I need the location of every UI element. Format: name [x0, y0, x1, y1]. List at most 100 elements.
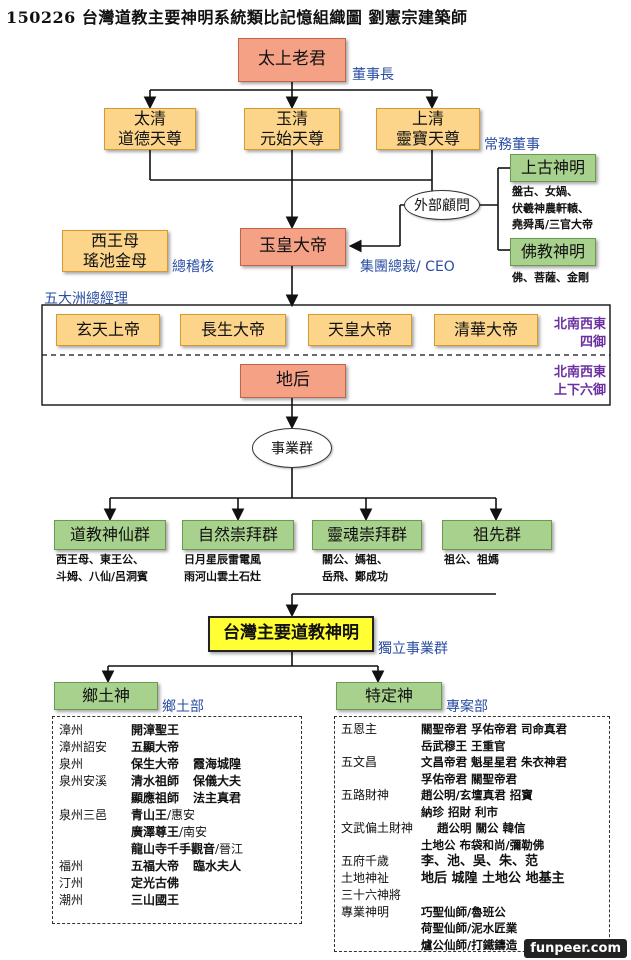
- six-emperors-label-1: 北南西東: [553, 365, 606, 380]
- sanqing-shangqing-line1: 上清: [411, 109, 444, 128]
- buddhist-gods-label: 佛教神明: [520, 242, 585, 261]
- list-item: 泉州保生大帝霞海城隍: [59, 757, 242, 771]
- taoist-immortals-label: 道教神仙群: [69, 525, 150, 544]
- external-advisor-oval: 外部顧問: [404, 190, 480, 220]
- taoist-immortals-box: 道教神仙群: [54, 520, 166, 550]
- sanqing-taiqing-box: 太清 道德天尊: [104, 108, 196, 150]
- list-item: 福州五福大帝臨水夫人: [59, 859, 242, 873]
- sanqing-taiqing-line2: 道德天尊: [117, 129, 182, 148]
- local-dept-label: 鄉土部: [162, 699, 204, 715]
- business-group-label: 事業群: [271, 441, 313, 457]
- list-item: 岳武穆王 王重官: [421, 738, 506, 753]
- sanqing-yuqing-box: 玉清 元始天尊: [244, 108, 340, 150]
- nature-worship-box: 自然崇拜群: [182, 520, 294, 550]
- sanqing-taiqing-line1: 太清: [133, 109, 166, 128]
- xiwangmu-box: 西王母 瑤池金母: [62, 230, 168, 272]
- list-item: 三十六神將: [341, 888, 402, 902]
- earth-empress-box: 地后: [240, 364, 346, 398]
- chairman-role-label: 董事長: [352, 67, 394, 83]
- emperor-xuantian-label: 玄天上帝: [75, 320, 140, 339]
- soul-worship-desc-1: 關公、媽祖、: [322, 553, 388, 566]
- auditor-role-label: 總稽核: [172, 259, 214, 275]
- emperor-changsheng-label: 長生大帝: [200, 320, 265, 339]
- list-item: 文武偏土財神趙公明 關公 韓信: [341, 821, 526, 835]
- nature-worship-label: 自然崇拜群: [197, 525, 278, 544]
- list-item: 潮州三山國王: [59, 893, 180, 907]
- ancient-gods-desc-3: 堯舜禹/三官大帝: [512, 218, 594, 231]
- nature-worship-desc: 日月星辰雷電風 雨河山雲土石灶: [184, 552, 261, 585]
- ancient-gods-desc-2: 伏羲神農軒轅、: [512, 201, 589, 215]
- list-item: 廣澤尊王/南安: [131, 825, 208, 839]
- special-gods-list: 五恩主關聖帝君 孚佑帝君 司命真君 岳武穆王 王重官 五文昌文昌帝君 魁星星君 …: [334, 716, 610, 952]
- main-taoist-gods-box: 台灣主要道教神明: [208, 616, 374, 652]
- local-gods-box: 鄉土神: [54, 682, 158, 710]
- sanqing-shangqing-line2: 靈寶天尊: [395, 129, 460, 148]
- xiwangmu-line2: 瑤池金母: [82, 251, 147, 270]
- six-emperors-label-2: 上下六御: [553, 383, 606, 399]
- list-item: 專業神明巧聖仙師/魯班公: [341, 904, 506, 919]
- taishang-laojun-label: 太上老君: [258, 49, 326, 70]
- taoist-immortals-desc: 西王母、東王公、 斗姆、八仙/呂洞賓: [56, 552, 148, 585]
- taoist-immortals-desc-2: 斗姆、八仙/呂洞賓: [56, 569, 149, 583]
- list-item: 漳州開漳聖王: [59, 723, 180, 737]
- list-item: 五路財神趙公明/玄壇真君 招寶: [341, 788, 533, 802]
- special-gods-box: 特定神: [336, 682, 442, 710]
- ancestor-group-desc: 祖公、祖媽: [444, 552, 499, 569]
- external-advisor-label: 外部顧問: [414, 198, 470, 214]
- emperor-xuantian-box: 玄天上帝: [56, 314, 160, 346]
- six-emperors-label: 北南西東 上下六御: [536, 364, 606, 400]
- emperor-qinghua-label: 清華大帝: [453, 320, 518, 339]
- main-taoist-gods-label: 台灣主要道教神明: [223, 623, 359, 644]
- list-item: 納珍 招財 利市: [421, 804, 499, 819]
- sanqing-shangqing-box: 上清 靈寶天尊: [376, 108, 480, 150]
- list-item: 土地神祉地后 城隍 土地公 地基主: [341, 871, 565, 886]
- sanqing-yuqing-line1: 玉清: [275, 109, 308, 128]
- four-emperors-label: 北南西東 四御: [544, 316, 606, 352]
- earth-empress-label: 地后: [276, 370, 310, 391]
- soul-worship-box: 靈魂崇拜群: [312, 520, 422, 550]
- soul-worship-desc: 關公、媽祖、 岳飛、鄭成功: [322, 552, 388, 585]
- continent-manager-label: 五大洲總經理: [44, 291, 128, 307]
- list-item: 龍山寺千手觀音/晉江: [131, 842, 244, 856]
- list-item: 五府千歲李、池、吳、朱、范: [341, 854, 539, 869]
- ceo-role-label: 集團總裁/ CEO: [360, 259, 455, 275]
- list-item: 泉州安溪清水祖師保儀大夫: [59, 774, 242, 788]
- list-item: 孚佑帝君 關聖帝君: [421, 771, 518, 786]
- ancient-gods-desc-1: 盤古、女媧、: [512, 185, 578, 198]
- watermark: funpeer.com: [524, 939, 627, 958]
- nature-worship-desc-2: 雨河山雲土石灶: [184, 569, 261, 583]
- list-item: 荷聖仙師/泥水匠業: [421, 921, 518, 935]
- business-group-oval: 事業群: [252, 428, 332, 468]
- xiwangmu-line1: 西王母: [90, 231, 139, 250]
- list-item: 爐公仙師/打鐵鑄造: [421, 937, 518, 952]
- jade-emperor-label: 玉皇大帝: [259, 236, 327, 257]
- list-item: 汀州定光古佛: [59, 876, 180, 890]
- local-gods-list: 漳州開漳聖王 漳州詔安五顯大帝 泉州保生大帝霞海城隍 泉州安溪清水祖師保儀大夫 …: [52, 716, 302, 924]
- local-gods-label: 鄉土神: [81, 686, 130, 705]
- taoist-immortals-desc-1: 西王母、東王公、: [56, 553, 144, 566]
- special-gods-label: 特定神: [364, 686, 413, 705]
- emperor-tianhuang-box: 天皇大帝: [308, 314, 412, 346]
- ancient-gods-desc: 盤古、女媧、 伏羲神農軒轅、 堯舜禹/三官大帝: [512, 184, 593, 234]
- ancestor-group-desc-1: 祖公、祖媽: [444, 553, 499, 566]
- sanqing-role-label: 常務董事: [484, 137, 540, 153]
- buddhist-gods-box: 佛教神明: [510, 238, 596, 266]
- soul-worship-label: 靈魂崇拜群: [326, 525, 407, 544]
- buddhist-gods-desc: 佛、菩薩、金剛: [512, 271, 589, 284]
- list-item: 泉州三邑青山王/惠安: [59, 808, 196, 822]
- emperor-tianhuang-label: 天皇大帝: [327, 320, 392, 339]
- project-dept-label: 專案部: [446, 699, 488, 715]
- list-item: 五文昌文昌帝君 魁星星君 朱衣神君: [341, 755, 568, 769]
- nature-worship-desc-1: 日月星辰雷電風: [184, 553, 261, 566]
- soul-worship-desc-2: 岳飛、鄭成功: [322, 569, 388, 583]
- list-item: 顯應祖師法主真君: [131, 791, 242, 805]
- emperor-changsheng-box: 長生大帝: [180, 314, 286, 346]
- sanqing-yuqing-line2: 元始天尊: [259, 129, 324, 148]
- emperor-qinghua-box: 清華大帝: [434, 314, 538, 346]
- independent-group-label: 獨立事業群: [378, 641, 448, 657]
- ancient-gods-box: 上古神明: [510, 154, 596, 182]
- ancestor-group-label: 祖先群: [472, 525, 521, 544]
- taishang-laojun-box: 太上老君: [238, 38, 346, 82]
- list-item: 土地公 布袋和尚/彌勒佛: [421, 837, 545, 852]
- four-emperors-label-1: 北南西東: [553, 317, 606, 332]
